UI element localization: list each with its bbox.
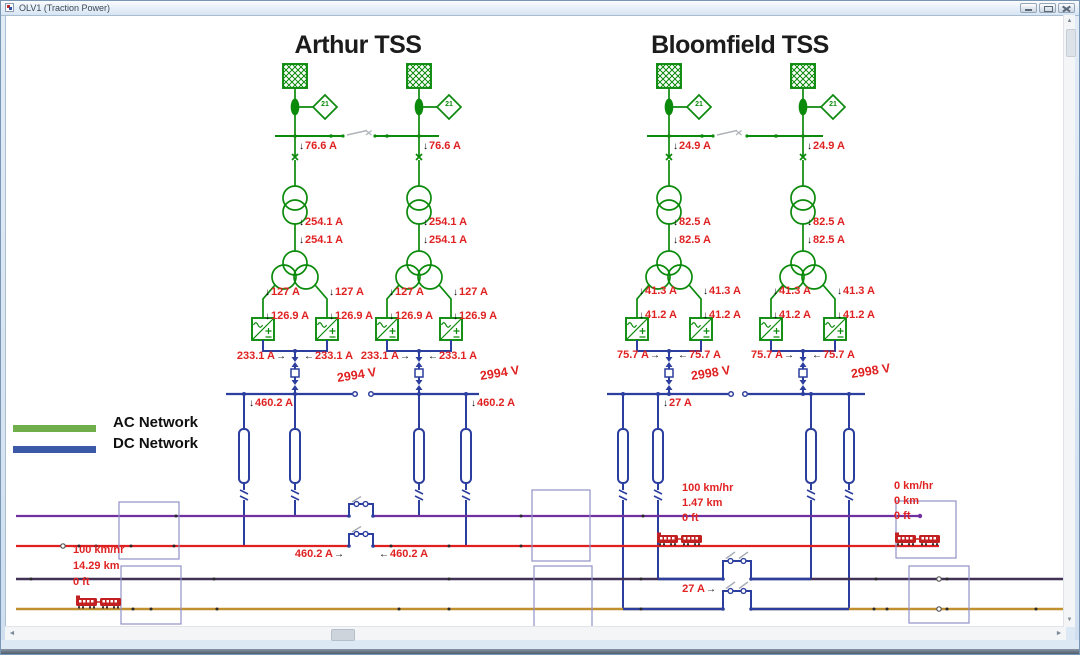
minimize-icon [1025, 9, 1032, 11]
maximize-icon [1044, 6, 1053, 12]
track-nodes [29, 514, 1038, 611]
diagram-canvas [5, 15, 1066, 628]
station-box [531, 489, 591, 562]
dc-feeders[interactable] [238, 394, 855, 609]
arthur-dc-bus-disconnect-icon[interactable] [351, 390, 375, 398]
horizontal-scrollbar[interactable]: ◄ ► [5, 626, 1066, 641]
feeder [805, 394, 817, 579]
feeder [617, 394, 629, 609]
vertical-scrollbar[interactable]: ▲ ▼ [1063, 15, 1076, 627]
scroll-up-icon[interactable]: ▲ [1066, 18, 1073, 24]
window-frame-shadow [1, 649, 1079, 654]
train-icon[interactable] [656, 531, 703, 547]
legend-dc-swatch [13, 446, 96, 453]
bloomfield-ac-tie-switch-icon[interactable] [716, 129, 742, 136]
scroll-right-icon[interactable]: ► [1055, 630, 1063, 637]
train-icon[interactable] [894, 531, 941, 547]
window-title: OLV1 (Traction Power) [19, 3, 111, 13]
arthur-ac-tie-switch-icon[interactable] [346, 129, 372, 136]
tss-feed-unit[interactable] [375, 63, 463, 395]
bloomfield-track4-tie-switch[interactable] [722, 581, 752, 609]
minimize-button[interactable] [1020, 3, 1037, 13]
close-button[interactable] [1058, 3, 1075, 13]
app-icon [5, 3, 14, 12]
feeder [289, 394, 301, 516]
tss-feed-unit[interactable] [251, 63, 339, 395]
section-tie-switches[interactable] [347, 495, 753, 611]
feeder [652, 394, 664, 579]
tss-feed-unit[interactable] [625, 63, 713, 395]
vertical-scroll-thumb[interactable] [1065, 29, 1076, 57]
arthur-ac-bus-nodes [293, 134, 421, 138]
maximize-button[interactable] [1039, 3, 1056, 13]
train-icon[interactable] [75, 594, 122, 610]
station-box [120, 565, 182, 625]
bloomfield-track3-tie-switch[interactable] [722, 551, 752, 579]
bloomfield-dc-bus-disconnect-icon[interactable] [727, 390, 749, 398]
station-boxes [118, 489, 970, 632]
window-frame-left [1, 15, 5, 640]
title-bar[interactable]: OLV1 (Traction Power) [1, 1, 1079, 16]
track-open-nodes [60, 543, 942, 612]
window-frame-right [1075, 15, 1079, 640]
close-icon [1062, 5, 1071, 12]
station-box [533, 565, 593, 632]
scroll-left-icon[interactable]: ◄ [8, 630, 16, 637]
tie-switch-feet-nodes [347, 514, 753, 611]
scroll-down-icon[interactable]: ▼ [1066, 617, 1073, 623]
feeder [460, 394, 472, 546]
feeder [238, 394, 250, 546]
arthur-track2-tie-switch[interactable] [348, 525, 374, 547]
tss-feed-unit[interactable] [759, 63, 847, 395]
ac-network [251, 63, 847, 395]
legend-ac-swatch [13, 425, 96, 432]
arthur-track1-tie-switch[interactable] [348, 495, 374, 517]
track-lines [16, 513, 1064, 612]
station-box [908, 565, 970, 624]
station-box [895, 500, 957, 559]
feeder [413, 394, 425, 516]
horizontal-scroll-thumb[interactable] [331, 628, 355, 641]
dc-energized-sections [623, 577, 849, 611]
feeder [843, 394, 855, 609]
station-box [118, 501, 180, 560]
dc-network [226, 390, 865, 609]
bloomfield-ac-bus-nodes [667, 134, 805, 138]
